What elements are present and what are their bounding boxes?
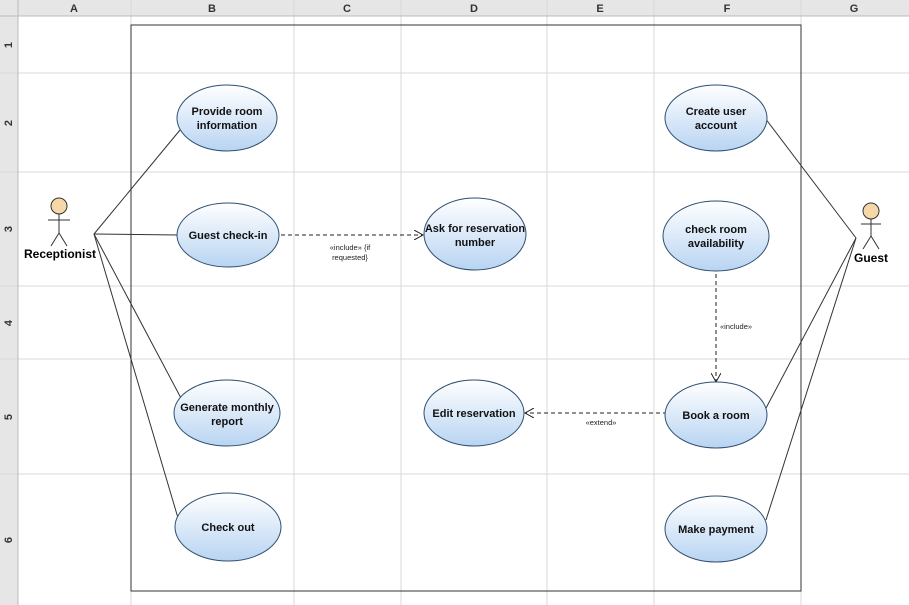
use-case-label: number (455, 237, 496, 249)
use-case-create-user-account[interactable]: Create user account (664, 84, 768, 152)
use-case-make-payment[interactable]: Make payment (664, 495, 768, 563)
row-header-5: 5 (3, 414, 15, 420)
use-case-label: Make payment (678, 524, 754, 536)
column-header-a: A (70, 3, 78, 15)
use-case-ask-for-reservation-number[interactable]: Ask for reservation number (423, 197, 527, 271)
use-case-label: check room (685, 224, 747, 236)
use-case-label: Provide room (192, 106, 263, 118)
use-case-guest-check-in[interactable]: Guest check-in (176, 202, 280, 268)
use-case-label: account (695, 120, 738, 132)
guest-associations (764, 117, 857, 521)
use-case-label: Generate monthly (180, 402, 274, 414)
actor-guest[interactable]: Guest (854, 202, 888, 265)
use-case-label: Ask for reservation (425, 223, 526, 235)
use-case-check-out[interactable]: Check out (174, 492, 282, 562)
column-header-e: E (596, 3, 603, 15)
row-header-2: 2 (3, 120, 15, 126)
row-header-4: 4 (3, 319, 15, 326)
use-case-generate-monthly-report[interactable]: Generate monthly report (173, 379, 281, 447)
use-case-label: report (211, 416, 243, 428)
column-header-d: D (470, 3, 478, 15)
extend-label: «extend» (586, 418, 617, 427)
include-label: «include» (720, 322, 752, 331)
include-if-requested-label-line2: requested} (332, 253, 368, 262)
use-case-edit-reservation[interactable]: Edit reservation (423, 379, 525, 447)
use-case-label: Book a room (682, 410, 749, 422)
include-if-requested-label-line1: «include» {if (330, 243, 371, 252)
column-header-c: C (343, 3, 351, 15)
column-header-f: F (724, 3, 731, 15)
stick-figure-icon (48, 197, 70, 247)
column-header-band (0, 0, 909, 16)
use-case-label: Edit reservation (432, 408, 515, 420)
use-case-provide-room-information[interactable]: Provide room information (176, 84, 278, 152)
column-header-g: G (850, 3, 859, 15)
system-boundary (130, 24, 802, 592)
use-case-label: Check out (201, 522, 255, 534)
stick-figure-icon (861, 202, 881, 250)
use-case-label: information (197, 120, 258, 132)
row-header-1: 1 (3, 42, 15, 48)
use-case-label: availability (688, 238, 745, 250)
use-case-check-room-availability[interactable]: check room availability (662, 200, 770, 272)
use-case-label: Guest check-in (189, 230, 268, 242)
actor-label: Guest (854, 251, 888, 265)
use-case-book-a-room[interactable]: Book a room (664, 381, 768, 449)
use-case-label: Create user (686, 106, 747, 118)
row-header-3: 3 (3, 226, 15, 232)
receptionist-associations (93, 129, 183, 519)
row-header-band (0, 0, 18, 605)
column-header-b: B (208, 3, 216, 15)
row-header-6: 6 (3, 537, 15, 543)
actor-label: Receptionist (24, 247, 96, 261)
actor-receptionist[interactable]: Receptionist (24, 197, 96, 261)
